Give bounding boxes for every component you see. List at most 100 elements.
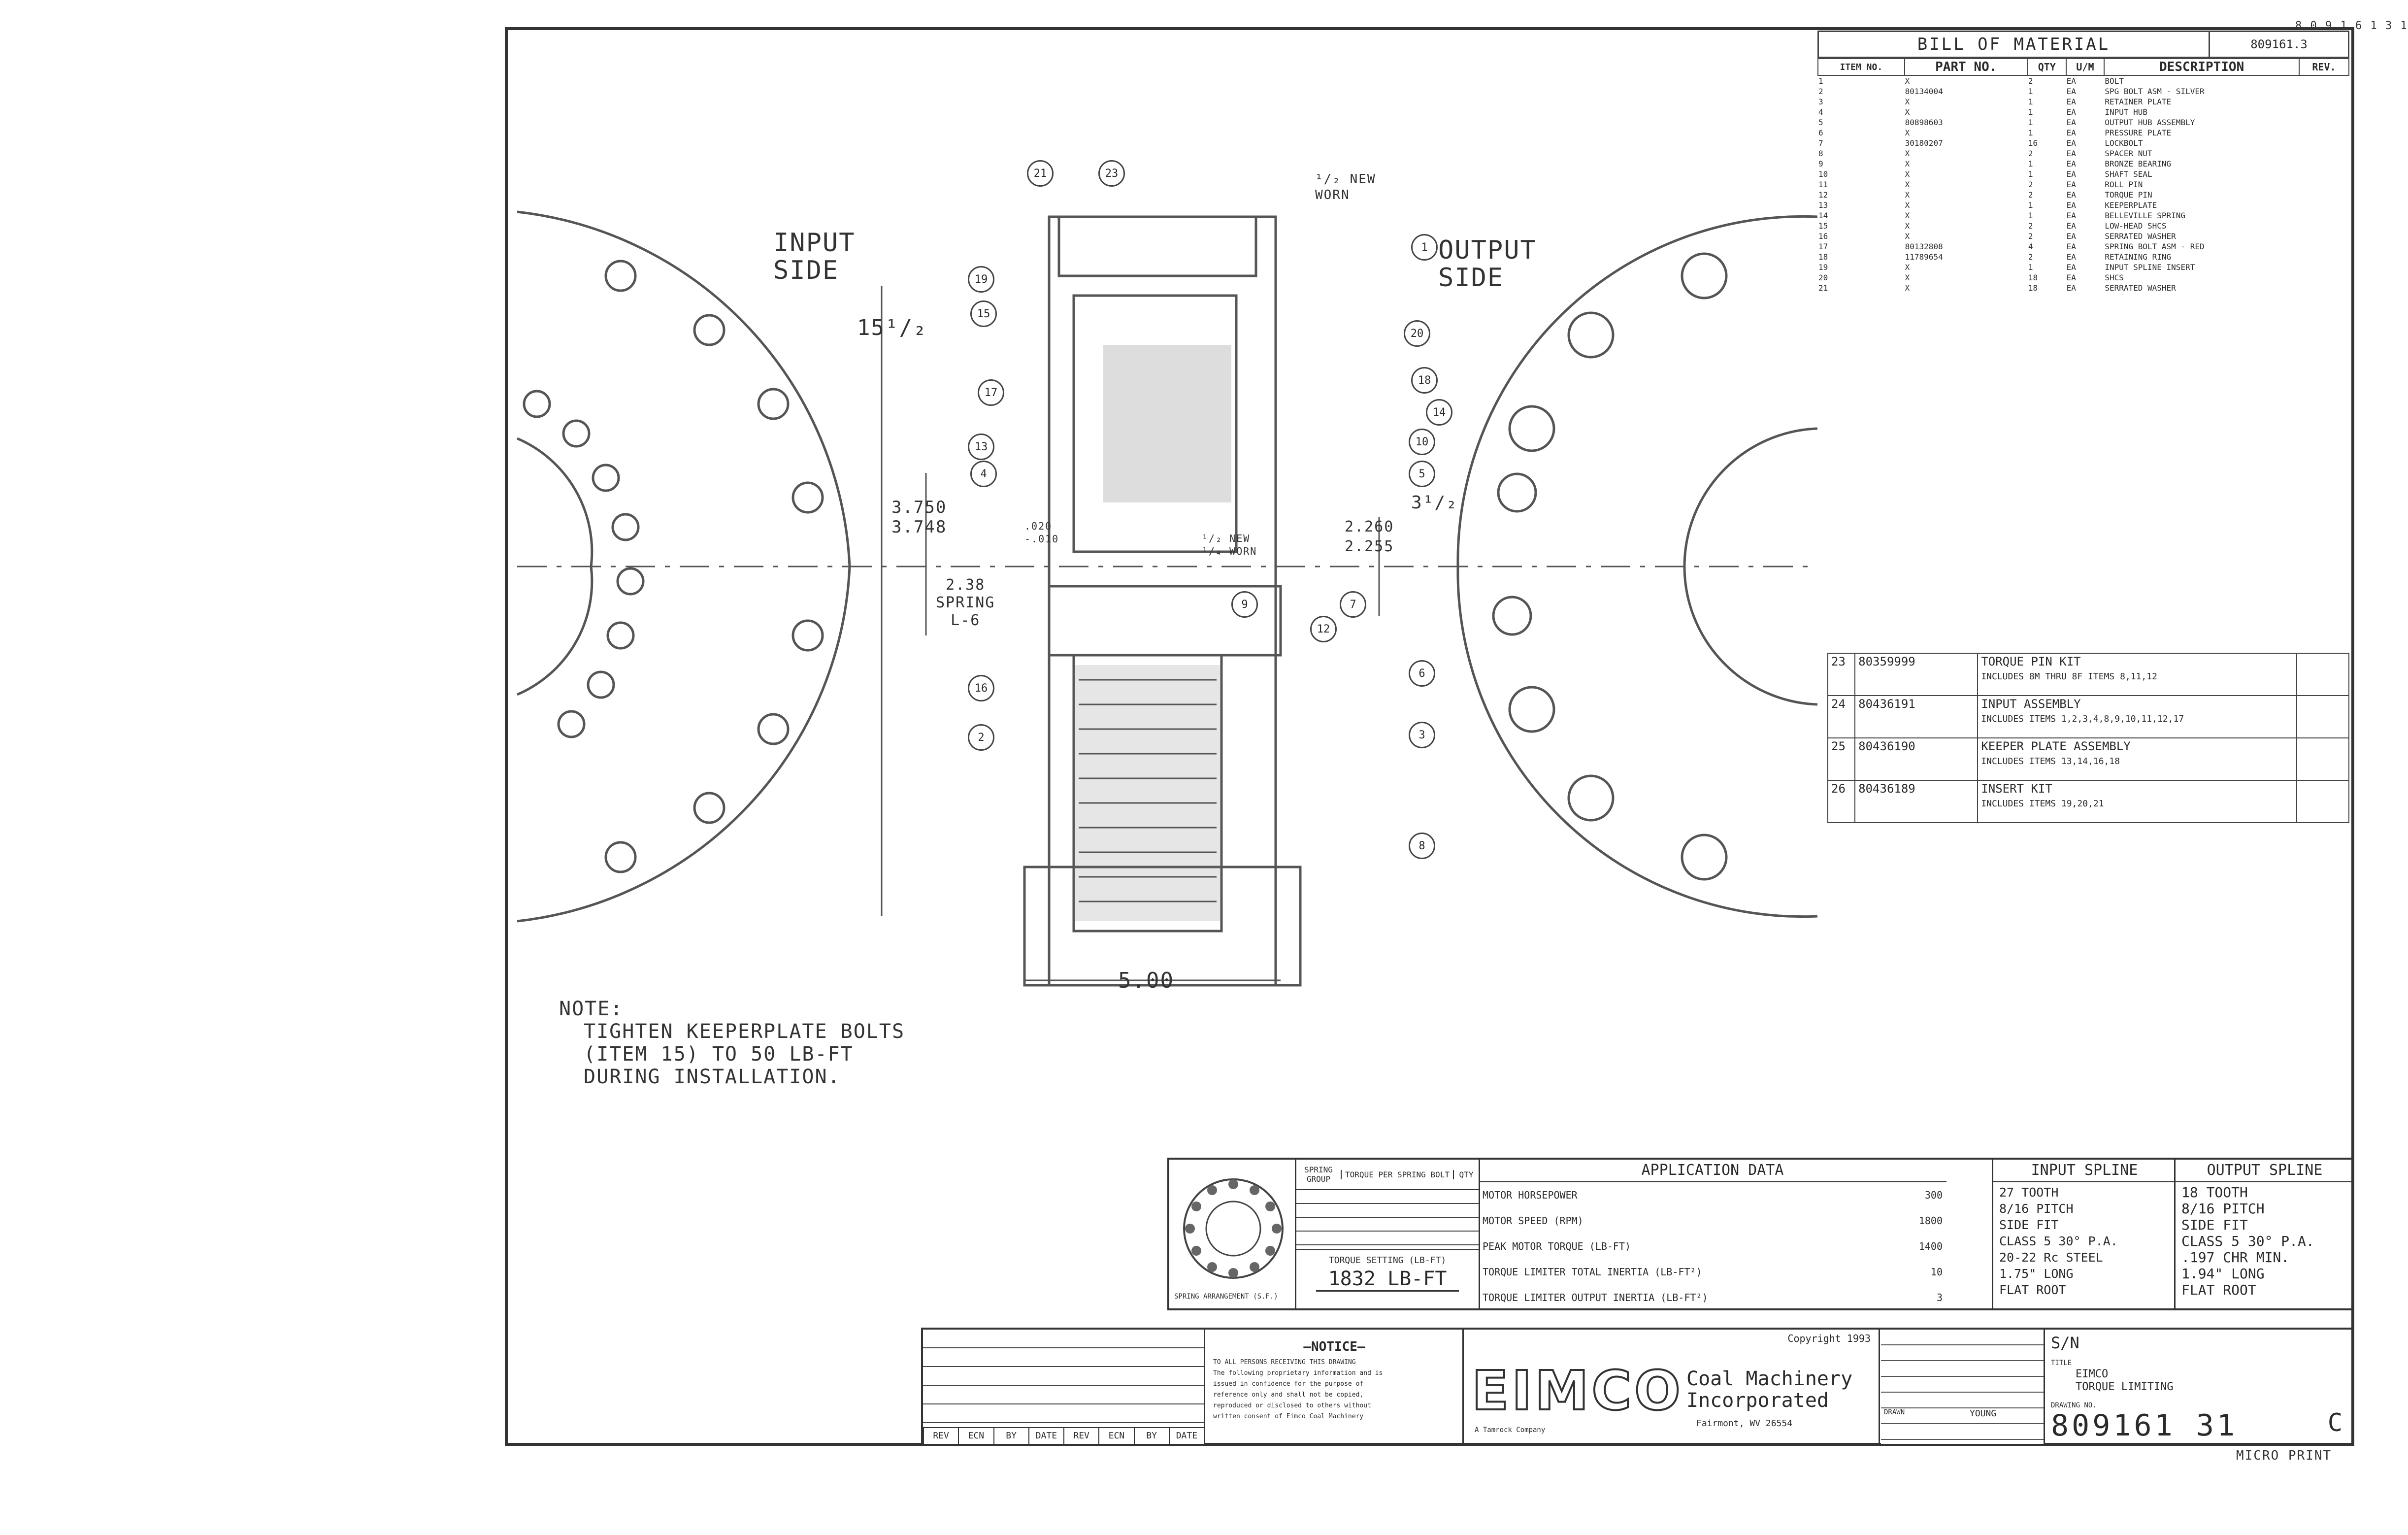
output-hub-bore xyxy=(1683,427,1818,706)
application-value: 300 xyxy=(1924,1189,1943,1201)
bom-cell xyxy=(2299,97,2349,107)
drawn-block: DRAWN YOUNG xyxy=(1881,1330,2045,1444)
footer-micro-print: MICRO PRINT xyxy=(2236,1448,2332,1463)
bom-cell: 5 xyxy=(1818,118,1823,127)
bom-cell: 2 xyxy=(2028,252,2033,262)
title-label: TITLE xyxy=(2051,1359,2072,1367)
item-balloon: 4 xyxy=(970,461,997,487)
bom-cell: 1 xyxy=(2028,128,2033,137)
bom-cell: X xyxy=(1905,232,1910,241)
bom-cell: 9 xyxy=(1818,159,1823,168)
revision-header: DATE xyxy=(1168,1428,1204,1444)
bom-cell: X xyxy=(1905,273,1910,282)
item-balloon: 2 xyxy=(968,724,994,751)
bom-cell: LOW-HEAD SHCS xyxy=(2105,221,2167,231)
notice-heading: —NOTICE— xyxy=(1303,1339,1365,1354)
revision-header: ECN xyxy=(1098,1428,1133,1444)
bom-cell: SHAFT SEAL xyxy=(2105,169,2152,179)
item-balloon: 6 xyxy=(1409,660,1435,687)
bom-cell: 1 xyxy=(2028,97,2033,106)
application-row: TORQUE LIMITER TOTAL INERTIA (LB-FT²) 10 xyxy=(1479,1259,1946,1285)
spline-line: 18 TOOTH xyxy=(2181,1184,2248,1201)
bom-cell: LOCKBOLT xyxy=(2105,138,2143,148)
torque-setting-label: TORQUE SETTING (LB-FT) xyxy=(1328,1255,1447,1266)
dim-small-label: .020-.010 xyxy=(1024,520,1059,545)
bom-cell xyxy=(2299,86,2349,97)
item-balloon: 1 xyxy=(1411,234,1438,261)
application-key: PEAK MOTOR TORQUE (LB-FT) xyxy=(1483,1240,1631,1252)
spring-group-caption: SPRING ARRANGEMENT (S.F.) xyxy=(1174,1293,1278,1301)
bom-cell: 80134004 xyxy=(1905,87,1943,96)
application-value: 10 xyxy=(1930,1266,1943,1278)
item-balloon: 20 xyxy=(1404,320,1430,347)
item-balloon: 23 xyxy=(1098,160,1125,187)
bom-cell: 3 xyxy=(1818,97,1823,106)
application-key: TORQUE LIMITER TOTAL INERTIA (LB-FT²) xyxy=(1483,1266,1702,1278)
kit-cell: 26 xyxy=(1827,780,1856,823)
bom-cell: 1 xyxy=(2028,107,2033,117)
spring-torque-header: TORQUE PER SPRING BOLT xyxy=(1341,1169,1453,1179)
kit-cell xyxy=(2296,695,2350,738)
bom-cell: EA xyxy=(2066,97,2076,106)
section-top-bolt xyxy=(1057,215,1257,277)
spring-table-rows xyxy=(1296,1190,1479,1250)
bom-cell: 7 xyxy=(1818,138,1823,148)
bom-cell: 1 xyxy=(2028,159,2033,168)
bom-cell: PRESSURE PLATE xyxy=(2105,128,2172,137)
application-key: MOTOR HORSEPOWER xyxy=(1483,1189,1578,1201)
dim-height-label: 15¹/₂ xyxy=(857,315,927,340)
kit-cell: 80359999 xyxy=(1854,653,1979,696)
bom-cell: 2 xyxy=(2028,190,2033,200)
notice-line: The following proprietary information an… xyxy=(1213,1369,1383,1377)
size-label: S/N xyxy=(2051,1334,2079,1352)
application-row: MOTOR HORSEPOWER 300 xyxy=(1479,1182,1946,1208)
kit-cell: 24 xyxy=(1827,695,1856,738)
application-data-block: SPRING ARRANGEMENT (S.F.) SPRING GROUP T… xyxy=(1167,1158,2354,1310)
spline-line: SIDE FIT xyxy=(1999,1218,2059,1232)
bom-col-part: PART NO. xyxy=(1904,58,2028,76)
bom-cell: 30180207 xyxy=(1905,138,1943,148)
bom-cell: 1 xyxy=(2028,87,2033,96)
bom-cell: 1 xyxy=(2028,200,2033,210)
spline-line: CLASS 5 30° P.A. xyxy=(2181,1233,2314,1249)
bom-cell: 2 xyxy=(2028,232,2033,241)
bom-cell xyxy=(2299,179,2349,190)
revision-header: ECN xyxy=(958,1428,993,1444)
bom-cell: EA xyxy=(2066,169,2076,179)
bom-cell: 18 xyxy=(2028,283,2038,293)
item-balloon: 8 xyxy=(1409,833,1435,859)
bom-cell: X xyxy=(1905,221,1910,231)
item-balloon: 16 xyxy=(968,675,994,701)
bom-cell: KEEPERPLATE xyxy=(2105,200,2157,210)
bom-cell: EA xyxy=(2066,107,2076,117)
bom-cell xyxy=(2299,107,2349,117)
output-spline-title: OUTPUT SPLINE xyxy=(2176,1160,2354,1182)
revision-header: REV xyxy=(1063,1428,1098,1444)
bom-cell xyxy=(2299,190,2349,200)
bom-col-rev: REV. xyxy=(2298,58,2350,76)
bom-cell: SERRATED WASHER xyxy=(2105,283,2176,293)
application-value: 3 xyxy=(1936,1292,1943,1303)
bom-cell: RETAINING RING xyxy=(2105,252,2172,262)
